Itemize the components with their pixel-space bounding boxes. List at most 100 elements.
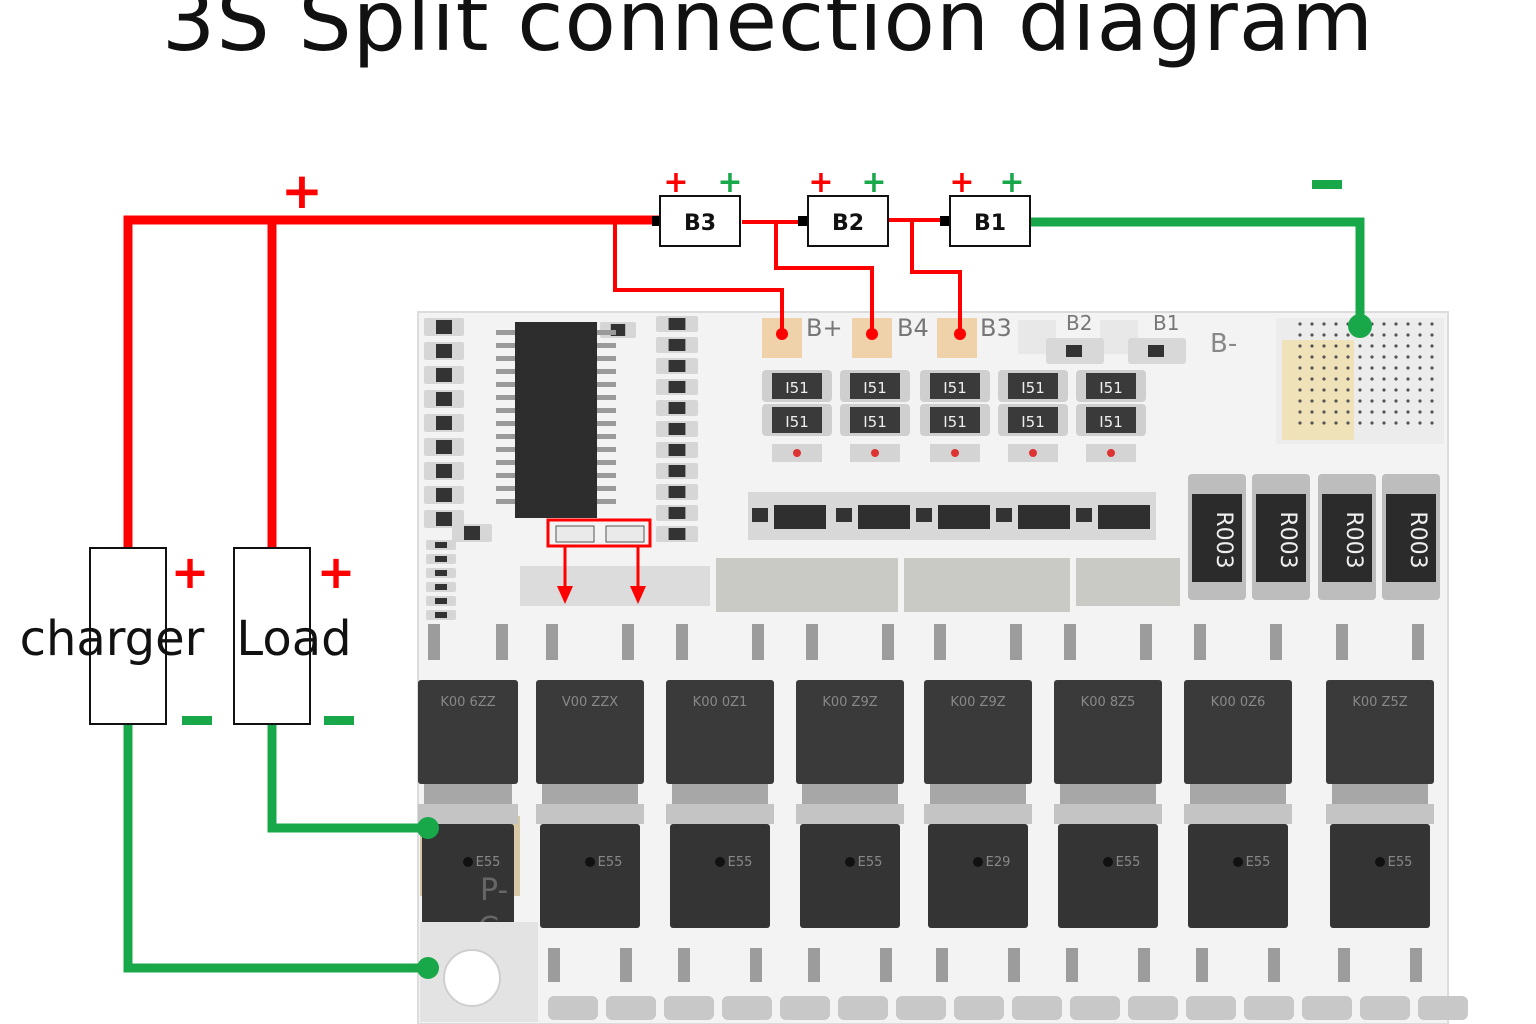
via-dot — [1346, 399, 1350, 403]
via-dot — [1418, 322, 1422, 326]
smd-body — [668, 486, 686, 498]
via-dot — [1382, 322, 1386, 326]
sot-body — [938, 505, 990, 529]
edge-pad — [954, 996, 1004, 1020]
passive-components-mid — [656, 316, 698, 542]
mosfet-tab — [672, 784, 768, 806]
via-dot — [1334, 333, 1338, 337]
ic-pin — [496, 356, 515, 361]
edge-pad — [1186, 996, 1236, 1020]
mosfet-lead — [808, 948, 820, 982]
ic-pin — [597, 330, 616, 335]
via-dot — [1370, 421, 1374, 425]
via-dot — [1298, 377, 1302, 381]
main-minus-label — [1312, 180, 1342, 189]
cell-b2-plus-red: + — [808, 165, 833, 200]
pad-label-bminus: B- — [1210, 329, 1237, 359]
smd-body — [668, 381, 686, 393]
load-negative-wire — [267, 722, 428, 833]
smd-body — [436, 320, 452, 334]
mosfet-lead — [1336, 624, 1348, 660]
mosfet-bottom — [1188, 824, 1288, 928]
ic-pin — [496, 421, 515, 426]
mosfet-lead — [428, 624, 440, 660]
ic-pin — [496, 369, 515, 374]
via-dot — [1298, 399, 1302, 403]
edge-pad — [1070, 996, 1120, 1020]
ic-pin — [597, 343, 616, 348]
cell-b2-plus-green: + — [861, 165, 886, 200]
via-dot — [1418, 366, 1422, 370]
mosfet-code: E55 — [1388, 855, 1413, 870]
mosfet-top — [666, 680, 774, 784]
cell-b1-plus-green: + — [999, 165, 1024, 200]
mosfet-code: E55 — [598, 855, 623, 870]
mosfet-lead — [934, 624, 946, 660]
mosfet-top — [796, 680, 904, 784]
sot-cap — [836, 508, 852, 522]
via-dot — [1406, 322, 1410, 326]
via-dot — [1382, 366, 1386, 370]
shunt-body — [1192, 494, 1242, 582]
sot-cap — [752, 508, 768, 522]
via-dot — [1346, 344, 1350, 348]
ic-pin — [496, 486, 515, 491]
ic-pin — [597, 382, 616, 387]
mosfet-tab — [802, 784, 898, 806]
via-dot — [1406, 421, 1410, 425]
via-dot — [1430, 344, 1434, 348]
smd-body — [464, 526, 480, 540]
via-dot — [1358, 377, 1362, 381]
b4-sense-wire — [774, 222, 874, 332]
mosfet-dot — [845, 857, 855, 867]
via-dot — [1406, 399, 1410, 403]
via-dot — [1322, 399, 1326, 403]
via-dot — [1358, 421, 1362, 425]
resistor-body — [930, 407, 980, 433]
mosfet-top — [536, 680, 644, 784]
mosfet-dot — [973, 857, 983, 867]
ic-pin — [597, 356, 616, 361]
edge-pad — [1012, 996, 1062, 1020]
sot-body — [1018, 505, 1070, 529]
smd-body — [436, 512, 452, 526]
edge-pad — [606, 996, 656, 1020]
resistor-code: I51 — [785, 413, 809, 431]
charger-block: charger + — [20, 545, 212, 725]
mosfet-lead — [622, 624, 634, 660]
via-dot — [1298, 421, 1302, 425]
smd-body — [668, 465, 686, 477]
mosfet-lead — [806, 624, 818, 660]
mosfet-lead — [1010, 624, 1022, 660]
smd-body — [668, 339, 686, 351]
via-dot — [1334, 355, 1338, 359]
via-dot — [1394, 355, 1398, 359]
pad-label-b4: B4 — [897, 314, 929, 342]
smd-body — [436, 488, 452, 502]
via-dot — [1298, 366, 1302, 370]
mosfet-tab — [1060, 784, 1156, 806]
ic-pin — [597, 408, 616, 413]
resistor-body — [1008, 407, 1058, 433]
via-dot — [1382, 410, 1386, 414]
via-dot — [1430, 388, 1434, 392]
pad-label-bplus: B+ — [806, 314, 843, 342]
via-dot — [1382, 344, 1386, 348]
via-dot — [1394, 399, 1398, 403]
resistor-code: I51 — [943, 413, 967, 431]
mosfet-code: K00 6ZZ — [440, 695, 495, 710]
mosfet-top — [1054, 680, 1162, 784]
mosfet-top — [418, 680, 518, 784]
via-dot — [1322, 355, 1326, 359]
mosfet-top — [1184, 680, 1292, 784]
via-dot — [1346, 421, 1350, 425]
mosfet-tab — [666, 804, 774, 824]
via-dot — [1358, 399, 1362, 403]
mosfet-lead — [1140, 624, 1152, 660]
via-dot — [1430, 322, 1434, 326]
ic-pin — [496, 343, 515, 348]
mosfet-lead — [1196, 948, 1208, 982]
ic-pin — [496, 447, 515, 452]
led — [951, 449, 959, 457]
